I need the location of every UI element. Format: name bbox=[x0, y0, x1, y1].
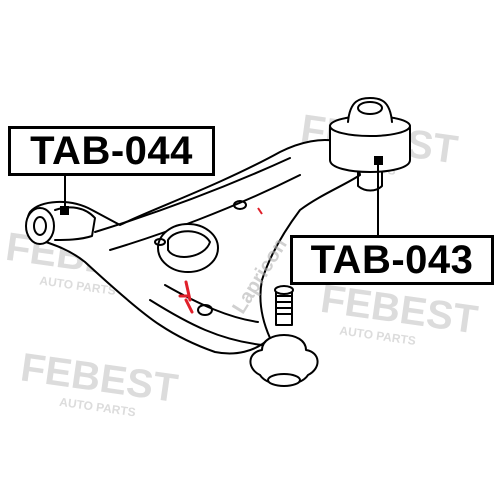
part-number-text-right: TAB-043 bbox=[310, 238, 474, 282]
center-boss-inner bbox=[167, 230, 211, 258]
red-mark-dash bbox=[257, 207, 263, 215]
part-number-text-left: TAB-044 bbox=[30, 129, 193, 173]
leader-dot-right bbox=[374, 156, 383, 165]
arm-inner-ridge-upper bbox=[94, 157, 291, 233]
lower-small-hole bbox=[197, 304, 213, 316]
center-small-hole bbox=[154, 238, 166, 246]
arm-web-inner bbox=[164, 284, 259, 323]
front-bushing-inner bbox=[33, 216, 47, 236]
leader-dot-left bbox=[60, 206, 69, 215]
ball-joint-nut bbox=[274, 285, 294, 295]
rear-bushing-lower-sleeve bbox=[357, 171, 383, 192]
part-label-rear-bushing: TAB-043 bbox=[290, 235, 494, 285]
control-arm-drawing bbox=[25, 97, 411, 387]
rear-bushing-cap bbox=[357, 101, 383, 115]
ball-joint-thread bbox=[275, 295, 293, 315]
arm-inner-ridge-lower bbox=[109, 174, 301, 251]
ball-joint-base bbox=[267, 373, 301, 387]
leader-lines bbox=[60, 156, 383, 235]
arm-web-edge bbox=[149, 299, 263, 346]
mid-small-hole bbox=[233, 200, 247, 210]
front-bushing-outer bbox=[25, 207, 55, 245]
part-label-front-bushing: TAB-044 bbox=[8, 126, 215, 176]
red-mark bbox=[178, 280, 194, 314]
ball-joint-boot bbox=[249, 334, 319, 386]
